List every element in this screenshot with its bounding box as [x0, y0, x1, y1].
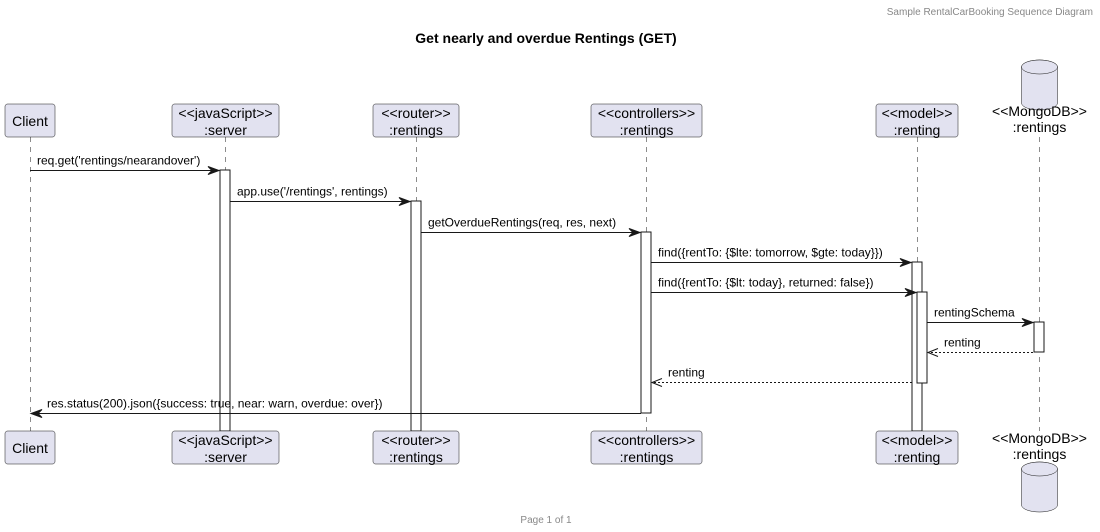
activation-bar-db — [1033, 321, 1045, 353]
participant-box — [875, 430, 959, 465]
arrowhead-filled-icon — [207, 166, 221, 175]
database-icon — [1021, 461, 1058, 513]
participant-model-bottom: <<model>>:renting — [875, 430, 959, 465]
message-label: find({rentTo: {$lte: tomorrow, $gte: tod… — [658, 246, 883, 260]
diagram-header: Sample RentalCarBooking Sequence Diagram — [887, 7, 1093, 18]
participant-label: <<javaScript>> — [178, 432, 272, 448]
participant-label: <<controllers>> — [598, 105, 695, 121]
participant-label: :renting — [894, 449, 941, 465]
message-5: find({rentTo: {$lt: today}, returned: fa… — [651, 276, 918, 297]
message-label: app.use('/rentings', rentings) — [237, 185, 388, 199]
message-label: getOverdueRentings(req, res, next) — [428, 216, 616, 230]
participant-label: :rentings — [620, 449, 674, 465]
participant-label: :rentings — [1013, 119, 1067, 135]
participant-label: :renting — [894, 122, 941, 138]
participant-client-bottom: Client — [4, 430, 56, 465]
participant-box — [372, 430, 460, 465]
arrowhead-open-icon — [650, 378, 663, 387]
message-4: find({rentTo: {$lte: tomorrow, $gte: tod… — [651, 246, 913, 267]
participant-db-bottom: <<MongoDB>>:rentings — [992, 430, 1087, 513]
participant-label: <<controllers>> — [598, 432, 695, 448]
message-label: renting — [668, 366, 705, 380]
message-1: req.get('rentings/nearandover') — [30, 154, 221, 175]
message-label: rentingSchema — [934, 306, 1015, 320]
message-3: getOverdueRentings(req, res, next) — [421, 216, 642, 237]
arrowhead-filled-icon — [398, 197, 412, 206]
activation-bar-router — [410, 200, 422, 432]
participant-client-top: Client — [4, 103, 56, 138]
participant-label: Client — [12, 440, 48, 456]
message-label: find({rentTo: {$lt: today}, returned: fa… — [658, 276, 873, 290]
activations-layer — [219, 169, 1045, 432]
page-footer: Page 1 of 1 — [520, 515, 572, 526]
participant-label: :rentings — [389, 122, 443, 138]
message-label: res.status(200).json({success: true, nea… — [47, 397, 383, 411]
participant-label: <<MongoDB>> — [992, 430, 1087, 446]
message-label: req.get('rentings/nearandover') — [37, 154, 200, 168]
message-6: rentingSchema — [927, 306, 1035, 327]
participant-label: <<router>> — [381, 432, 450, 448]
messages-layer: req.get('rentings/nearandover') app.use('… — [29, 154, 1035, 418]
message-8: renting — [650, 366, 912, 387]
participant-box — [590, 430, 703, 465]
arrowhead-filled-icon — [899, 258, 913, 267]
participant-box — [590, 103, 703, 138]
diagram-title: Get nearly and overdue Rentings (GET) — [415, 30, 676, 46]
participant-db-top: <<MongoDB>>:rentings — [992, 59, 1087, 135]
participant-label: <<MongoDB>> — [992, 103, 1087, 119]
message-2: app.use('/rentings', rentings) — [230, 185, 412, 206]
participant-label: :server — [204, 449, 247, 465]
participant-server-bottom: <<javaScript>>:server — [171, 430, 280, 465]
message-7: renting — [926, 336, 1033, 357]
participant-controller-bottom: <<controllers>>:rentings — [590, 430, 703, 465]
activation-bar-controller — [640, 231, 652, 414]
arrowhead-filled-icon — [29, 409, 43, 418]
participant-box — [4, 103, 56, 138]
arrowhead-open-icon — [926, 348, 939, 357]
participant-box — [875, 103, 959, 138]
participant-label: :server — [204, 122, 247, 138]
message-9: res.status(200).json({success: true, nea… — [29, 397, 641, 418]
message-label: renting — [944, 336, 981, 350]
participant-label: <<javaScript>> — [178, 105, 272, 121]
participant-box — [372, 103, 460, 138]
arrowhead-filled-icon — [1021, 318, 1035, 327]
arrowhead-filled-icon — [904, 288, 918, 297]
participant-server-top: <<javaScript>>:server — [171, 103, 280, 138]
activation-bar-model — [916, 291, 928, 384]
lifelines-layer — [30, 137, 1040, 431]
participant-label: :rentings — [389, 449, 443, 465]
participant-box — [4, 430, 56, 465]
database-icon — [1021, 59, 1058, 111]
activation-bar-server — [219, 169, 231, 432]
participant-label: :rentings — [620, 122, 674, 138]
participant-router-bottom: <<router>>:rentings — [372, 430, 460, 465]
participant-label: Client — [12, 113, 48, 129]
participant-box — [171, 103, 280, 138]
participant-label: :rentings — [1013, 446, 1067, 462]
participant-label: <<model>> — [882, 105, 953, 121]
arrowhead-filled-icon — [628, 228, 642, 237]
participant-router-top: <<router>>:rentings — [372, 103, 460, 138]
participant-label: <<router>> — [381, 105, 450, 121]
participant-controller-top: <<controllers>>:rentings — [590, 103, 703, 138]
participant-box — [171, 430, 280, 465]
participant-model-top: <<model>>:renting — [875, 103, 959, 138]
participants-layer: ClientClient<<javaScript>>:server<<javaS… — [4, 59, 1087, 513]
participant-label: <<model>> — [882, 432, 953, 448]
